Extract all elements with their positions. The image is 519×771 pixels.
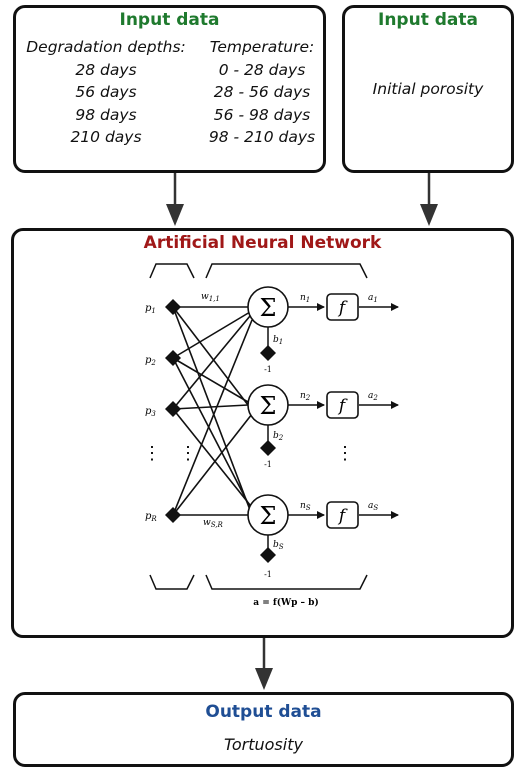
- neuron-rows: [260, 303, 399, 563]
- bias-label: bS: [273, 540, 284, 551]
- summation-symbol: Σ: [260, 392, 277, 420]
- input-bracket-bottom: [149, 574, 195, 590]
- input-label: p2: [145, 355, 156, 367]
- depth-item: 98 days: [75, 105, 137, 124]
- weight-connections: [172, 306, 253, 516]
- net-input-label: n1: [300, 293, 310, 304]
- arrowhead-input-left: [166, 204, 184, 226]
- output-label: aS: [368, 501, 378, 512]
- input-bracket-top: [149, 263, 195, 279]
- input-label: pR: [145, 511, 157, 523]
- input-label: p3: [145, 406, 156, 418]
- bias-value: -1: [264, 570, 272, 579]
- layer-equation: a = f(Wp – b): [253, 597, 319, 608]
- initial-porosity-label: Initial porosity: [372, 80, 484, 98]
- output-label: a2: [368, 391, 378, 402]
- bias-label: b1: [273, 335, 283, 346]
- degradation-depths-header: Degradation depths:: [26, 38, 186, 56]
- ellipsis-inputs: ⋮: [143, 443, 161, 464]
- temperature-item: 98 - 210 days: [208, 128, 316, 146]
- ellipsis-hidden: ⋮: [179, 443, 197, 464]
- bias-label: b2: [273, 431, 284, 442]
- temperature-header: Temperature:: [209, 38, 315, 56]
- temperature-item: 56 - 98 days: [213, 105, 311, 124]
- tortuosity-label: Tortuosity: [224, 735, 303, 754]
- temperature-item: 0 - 28 days: [218, 60, 306, 79]
- bias-value: -1: [264, 460, 272, 469]
- output-data-title: Output data: [205, 702, 322, 722]
- summation-symbol: Σ: [260, 294, 277, 322]
- transfer-function-label: f: [337, 298, 348, 318]
- depth-item: 56 days: [75, 83, 137, 101]
- net-input-label: n2: [300, 391, 311, 402]
- output-data-box: Output data Tortuosity: [13, 692, 514, 767]
- layer-bracket-top: [205, 263, 368, 279]
- arrowhead-output: [255, 668, 273, 690]
- summation-symbol: Σ: [260, 502, 277, 530]
- depth-item: 28 days: [75, 60, 137, 79]
- bias-value: -1: [264, 365, 272, 374]
- temperature-item: 28 - 56 days: [213, 83, 311, 101]
- transfer-function-label: f: [337, 506, 348, 526]
- depth-item: 210 days: [70, 128, 142, 146]
- temperature-column: Temperature: 0 - 28 days 28 - 56 days 56…: [203, 36, 321, 149]
- transfer-function-boxes: [326, 293, 359, 529]
- input-data-title-left: Input data: [119, 10, 220, 30]
- input-data-title-right: Input data: [378, 10, 478, 30]
- degradation-depths-column: Degradation depths: 28 days 56 days 98 d…: [16, 36, 196, 149]
- input-data-box-right: Input data Initial porosity: [342, 5, 514, 173]
- summation-nodes: [247, 286, 289, 536]
- transfer-function-label: f: [337, 396, 348, 416]
- arrowhead-input-right: [420, 204, 438, 226]
- input-data-box-left: Input data Degradation depths: 28 days 5…: [13, 5, 326, 173]
- layer-bracket-bottom: [205, 574, 368, 590]
- input-nodes: [165, 299, 181, 523]
- weight-label-last: wS,R: [203, 518, 223, 529]
- input-label: p1: [145, 303, 156, 315]
- weight-label-first: w1,1: [201, 292, 220, 303]
- net-input-label: nS: [300, 501, 311, 512]
- ann-title: Artificial Neural Network: [143, 233, 382, 253]
- ellipsis-outputs: ⋮: [336, 443, 354, 464]
- output-label: a1: [368, 293, 378, 304]
